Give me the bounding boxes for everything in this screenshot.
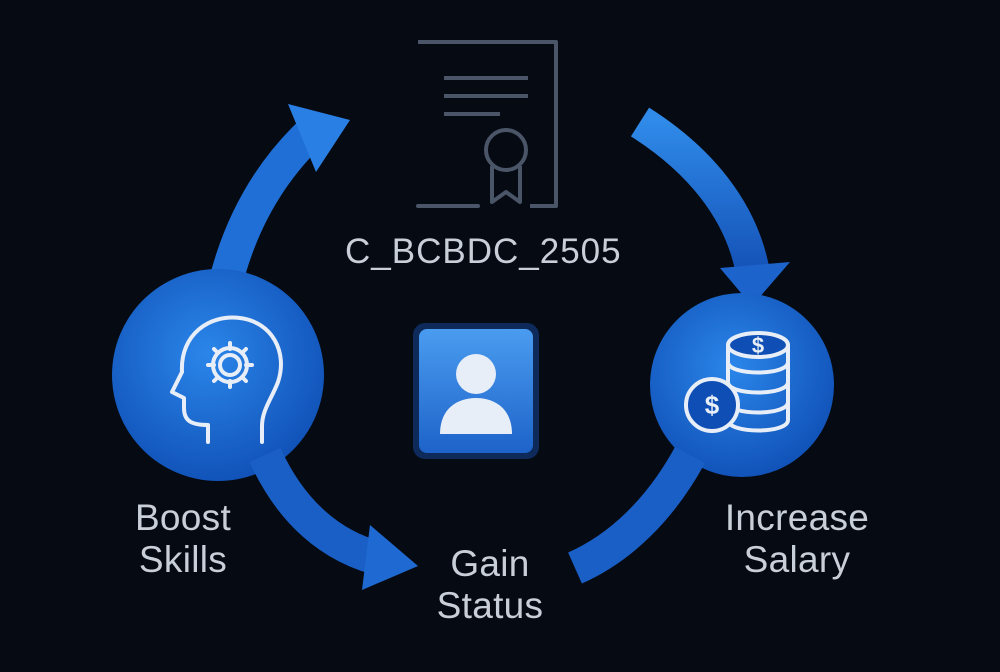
coins-dollar-icon: $ $ bbox=[684, 331, 790, 433]
svg-text:$: $ bbox=[705, 390, 720, 420]
user-profile-icon bbox=[413, 323, 539, 459]
salary-bubble bbox=[650, 293, 834, 477]
gain-status-line1: Gain bbox=[450, 543, 530, 584]
boost-skills-line2: Skills bbox=[138, 539, 228, 580]
head-gear-icon bbox=[170, 315, 283, 444]
arrowhead-top-left bbox=[288, 104, 350, 172]
arrowhead-bottom-left bbox=[362, 525, 418, 590]
increase-salary-label: Increase Salary bbox=[697, 497, 897, 581]
certificate-icon bbox=[416, 40, 558, 208]
arrow-salary-to-status bbox=[567, 446, 705, 584]
arrow-skills-to-status bbox=[249, 447, 390, 577]
gain-status-label: Gain Status bbox=[415, 543, 565, 627]
boost-skills-line1: Boost bbox=[134, 497, 232, 538]
gain-status-line2: Status bbox=[436, 585, 544, 626]
increase-salary-line2: Salary bbox=[743, 539, 851, 580]
svg-text:$: $ bbox=[752, 333, 764, 358]
boost-skills-node bbox=[112, 104, 418, 590]
boost-skills-label: Boost Skills bbox=[98, 497, 268, 581]
arrow-certificate-to-salary bbox=[630, 107, 790, 306]
increase-salary-line1: Increase bbox=[724, 497, 870, 538]
certificate-code: C_BCBDC_2505 bbox=[345, 232, 622, 271]
arrowhead-top-right bbox=[720, 262, 790, 306]
increase-salary-node: $ $ bbox=[567, 293, 834, 584]
